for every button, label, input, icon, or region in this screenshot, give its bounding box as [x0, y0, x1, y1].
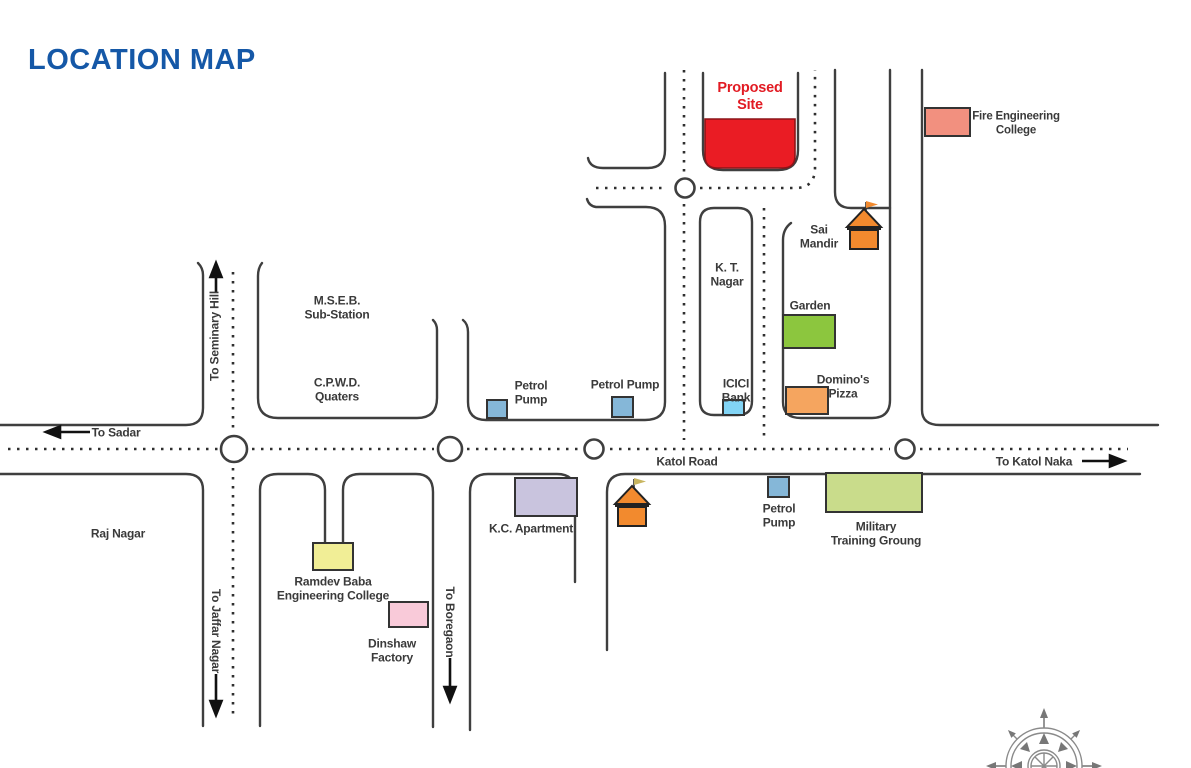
proposed-site-label: Proposed Site: [717, 80, 783, 113]
fire-college-building: [924, 107, 971, 137]
direction-arrows: [42, 259, 1128, 719]
kt-nagar-label: K. T. Nagar: [710, 260, 744, 288]
road-edge: [341, 472, 435, 729]
arrow-head-down: [208, 699, 224, 719]
road-edge: [920, 68, 1160, 427]
military-ground-label: Military Training Groung: [830, 519, 922, 547]
sai-mandir-temple-icon: [844, 201, 884, 250]
petrol-pump-3-building: [767, 476, 790, 498]
raj-nagar-label: Raj Nagar: [90, 526, 146, 541]
arrow-head-left: [42, 424, 62, 440]
petrol-pump-2-building: [611, 396, 634, 418]
temple-icon: [612, 478, 652, 527]
petrol-pump-2-label: Petrol Pump: [590, 377, 660, 392]
ramdev-college-building: [312, 542, 354, 571]
road-edge: [833, 68, 892, 210]
road-edges: [0, 68, 1160, 732]
dominos-building: [785, 386, 829, 415]
roundabouts: [219, 177, 916, 464]
roundabout: [219, 434, 249, 464]
roundabout: [583, 438, 605, 460]
compass-arrows: [986, 708, 1102, 768]
kc-apartment-label: K.C. Apartment: [488, 521, 574, 536]
military-ground-area: [825, 472, 923, 513]
compass-spokes: [1031, 753, 1057, 768]
road-edge: [0, 472, 205, 728]
road-edge: [258, 472, 327, 728]
roundabout: [894, 438, 916, 460]
arrow-head-right: [1108, 453, 1128, 469]
dinshaw-factory-label: Dinshaw Factory: [368, 636, 416, 664]
ramdev-college-label: Ramdev Baba Engineering College: [276, 574, 390, 602]
to-sadar-label: To Sadar: [91, 425, 141, 440]
road-edge: [256, 261, 439, 420]
garden-label: Garden: [789, 298, 831, 313]
dashed-center-lines: [8, 70, 1128, 718]
road-edge: [605, 472, 1142, 652]
dashed-line: [700, 70, 817, 190]
proposed-site-pad: [704, 118, 796, 169]
arrow-head-up: [208, 259, 224, 279]
katol-road-label: Katol Road: [656, 454, 718, 469]
roundabout: [436, 435, 464, 463]
icici-building: [722, 399, 745, 416]
road-edge: [701, 71, 800, 172]
garden-area: [782, 314, 836, 349]
to-boregaon-label: To Boregaon: [442, 586, 457, 658]
dinshaw-factory-building: [388, 601, 429, 628]
roundabout: [674, 177, 696, 199]
cpwd-quaters-label: C.P.W.D. Quaters: [313, 375, 361, 403]
to-seminary-hill-label: To Seminary Hill: [207, 291, 222, 381]
petrol-pump-3-label: Petrol Pump: [762, 501, 796, 529]
to-katol-naka-label: To Katol Naka: [995, 454, 1073, 469]
road-edge: [461, 197, 667, 422]
road-edge: [0, 261, 205, 427]
petrol-pump-1-label: Petrol Pump: [514, 378, 548, 406]
road-edge: [586, 71, 667, 170]
icici-bank-label: ICICI Bank: [721, 376, 751, 404]
arrow-head-down: [442, 685, 458, 705]
kc-apartment-building: [514, 477, 578, 517]
petrol-pump-1-building: [486, 399, 508, 419]
to-jaffar-nagar-label: To Jaffar Nagar: [208, 588, 223, 674]
page-title: LOCATION MAP: [28, 44, 256, 76]
fire-college-label: Fire Engineering College: [972, 110, 1060, 137]
dominos-pizza-label: Domino's Pizza: [816, 372, 870, 400]
road-edge: [698, 206, 754, 417]
sai-mandir-label: Sai Mandir: [799, 222, 839, 250]
compass-rose-icon: [986, 708, 1102, 768]
mseb-substation-label: M.S.E.B. Sub-Station: [304, 293, 370, 321]
landmarks: [312, 107, 971, 628]
